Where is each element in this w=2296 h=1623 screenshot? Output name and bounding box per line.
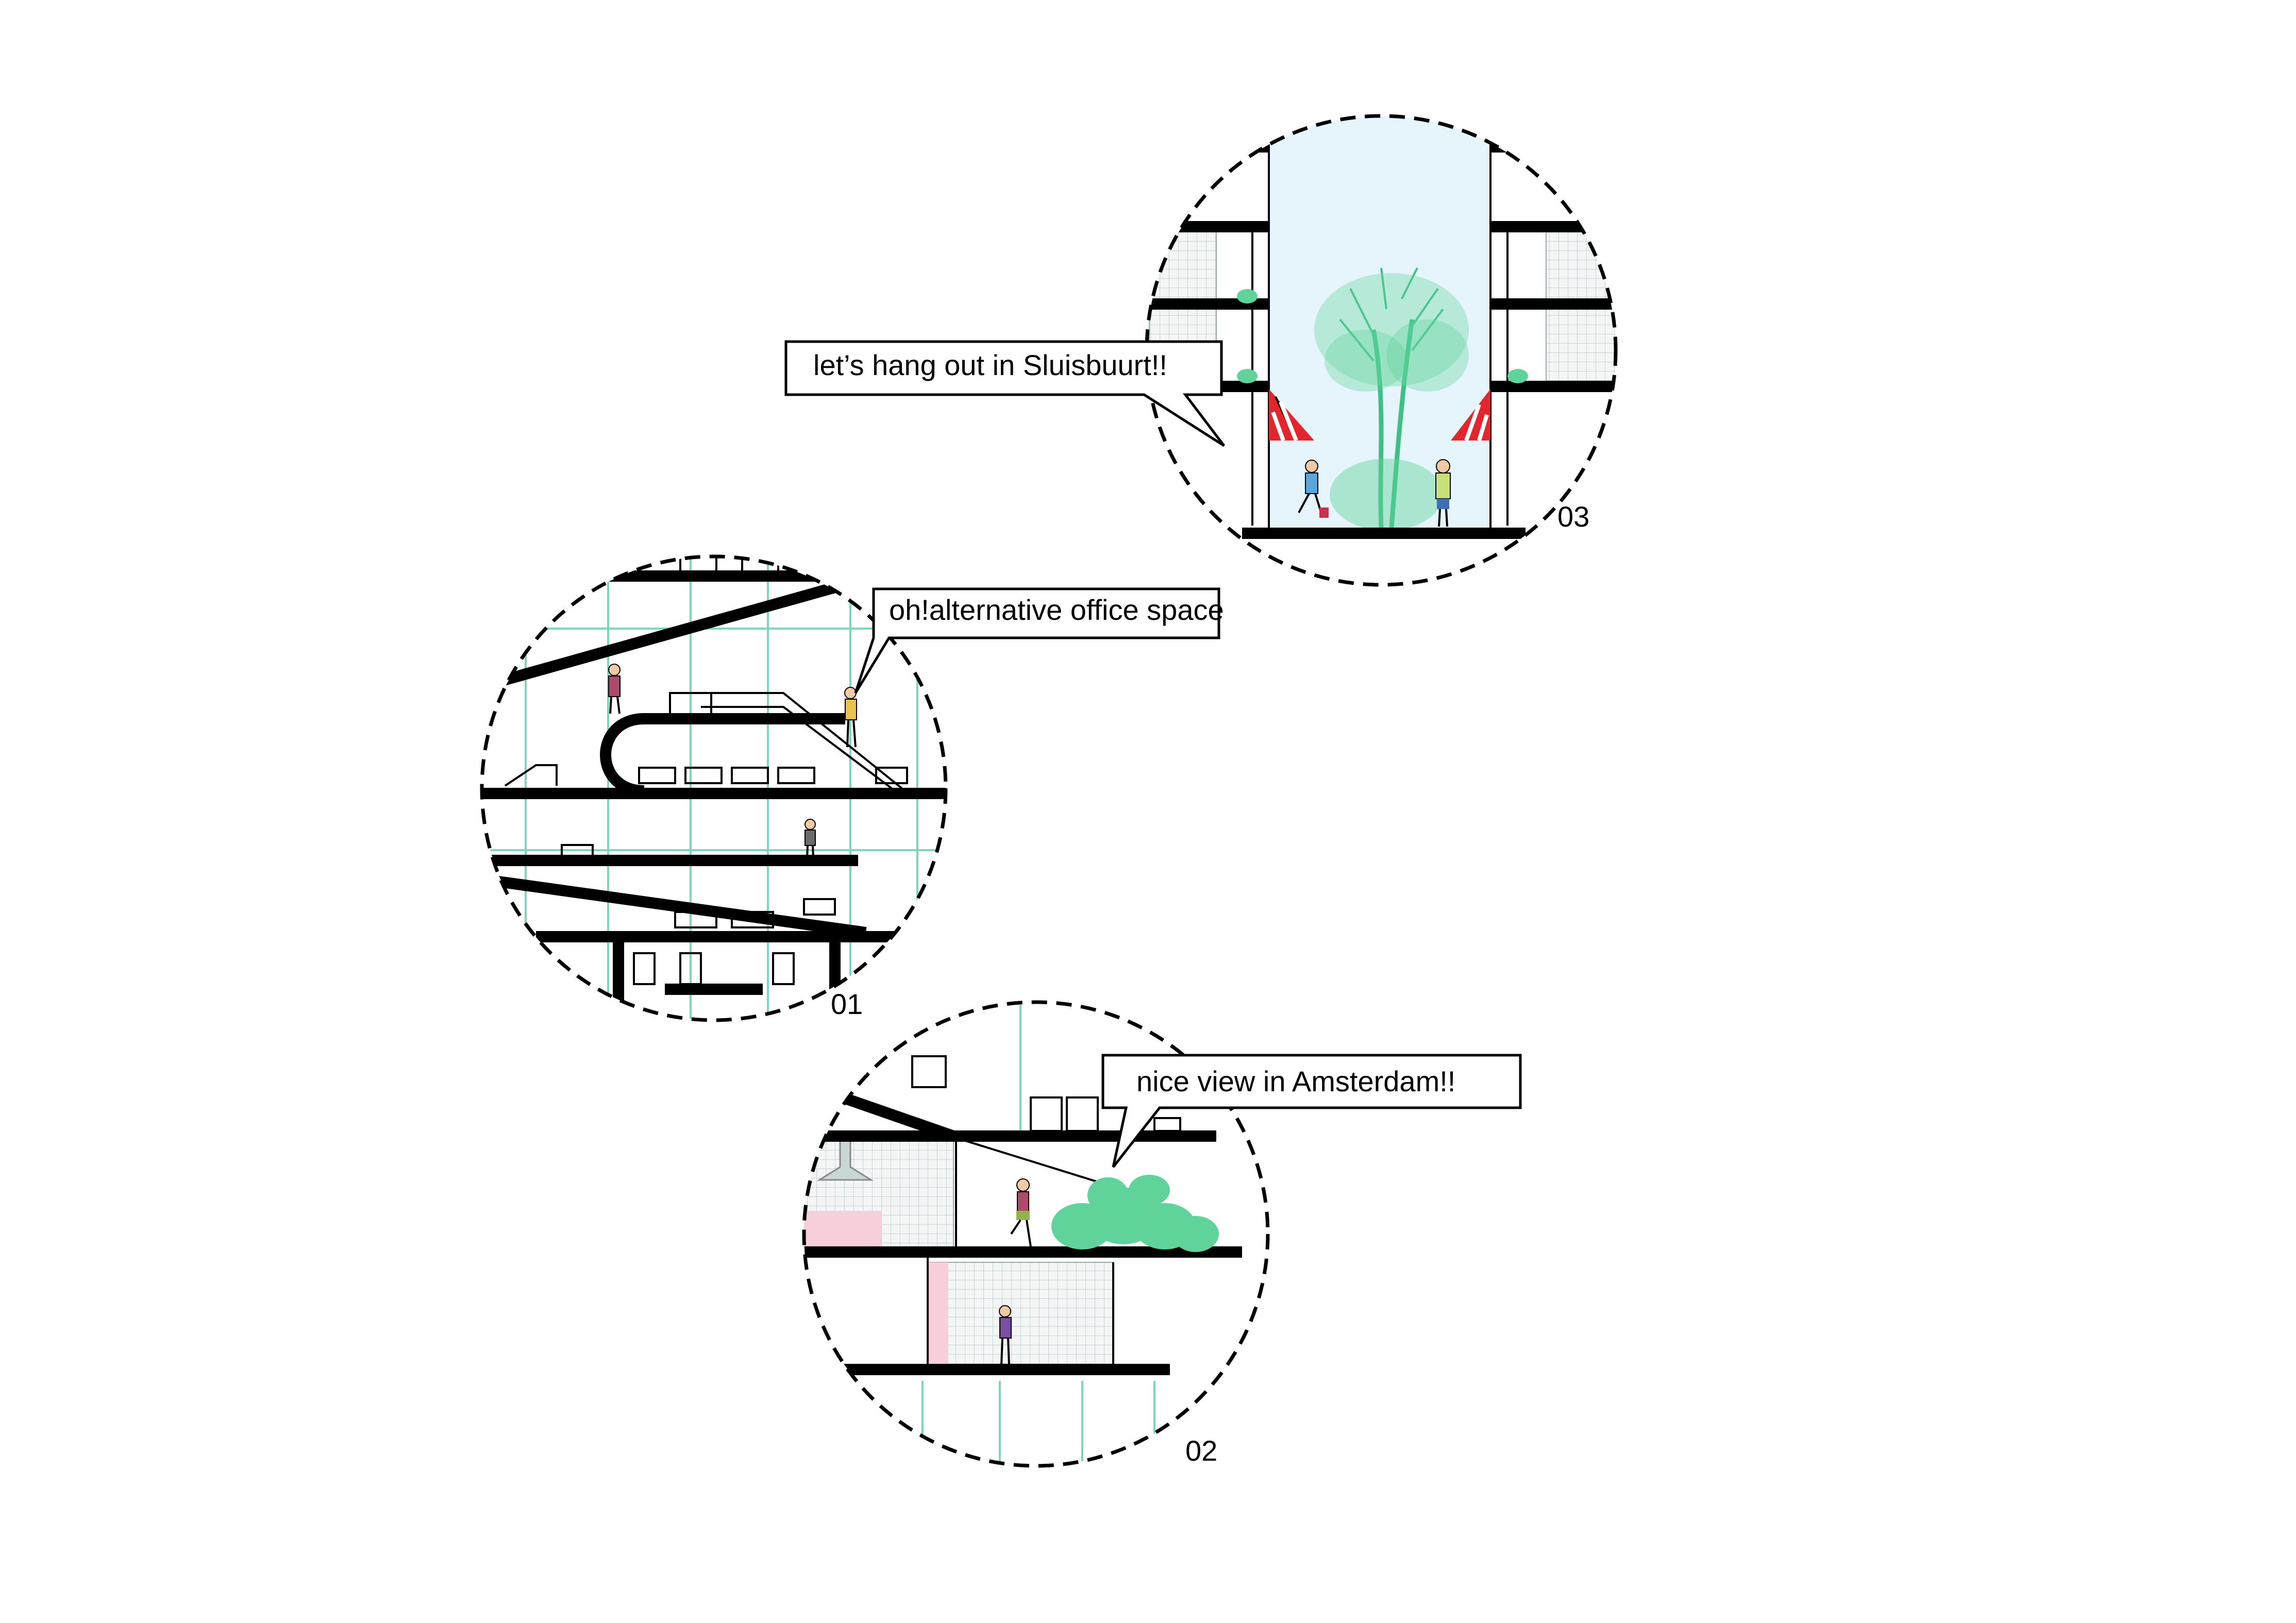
speech-bubble-03: let’s hang out in Sluisbuurt!!: [784, 340, 1225, 447]
vignette-02-frame: [802, 1000, 1270, 1468]
vignette-01-frame: [480, 554, 948, 1022]
person-speaking: [844, 687, 857, 748]
person-standing: [1435, 459, 1451, 527]
vignette-03-section-drawing: [1147, 116, 1616, 539]
person-photographing: [999, 1305, 1012, 1366]
vignette-number-01: 01: [831, 988, 863, 1020]
pink-wall-lower: [928, 1262, 948, 1365]
speech-text-03: let’s hang out in Sluisbuurt!!: [813, 349, 1167, 381]
person-standing-lower: [805, 819, 816, 858]
tree: [1314, 267, 1469, 531]
vignette-02: nice view in Amsterdam!! 02: [802, 1000, 1522, 1468]
person-waving: [1010, 1178, 1032, 1247]
right-facade-grid: [1546, 309, 1616, 382]
pink-wall: [804, 1211, 881, 1247]
vignette-number-02: 02: [1185, 1434, 1217, 1467]
terrace-plants: [1051, 1175, 1219, 1252]
vignette-02-section-drawing: [804, 1005, 1242, 1466]
vignette-number-03: 03: [1557, 500, 1589, 533]
speech-text-02: nice view in Amsterdam!!: [1136, 1065, 1455, 1097]
awning-right: [1451, 389, 1490, 441]
vignette-03: let’s hang out in Sluisbuurt!! 03: [784, 114, 1618, 587]
vignette-01: oh!alternative office space 01: [480, 554, 1224, 1022]
person-walking-upper: [608, 664, 621, 714]
vignette-03-frame: [1145, 114, 1618, 587]
person-jumping: [1298, 460, 1329, 518]
speech-bubble-02: nice view in Amsterdam!!: [1101, 1054, 1522, 1168]
speech-text-01: oh!alternative office space: [889, 594, 1224, 626]
left-facade-grid: [1149, 229, 1217, 302]
speech-bubble-01: oh!alternative office space: [854, 587, 1224, 694]
